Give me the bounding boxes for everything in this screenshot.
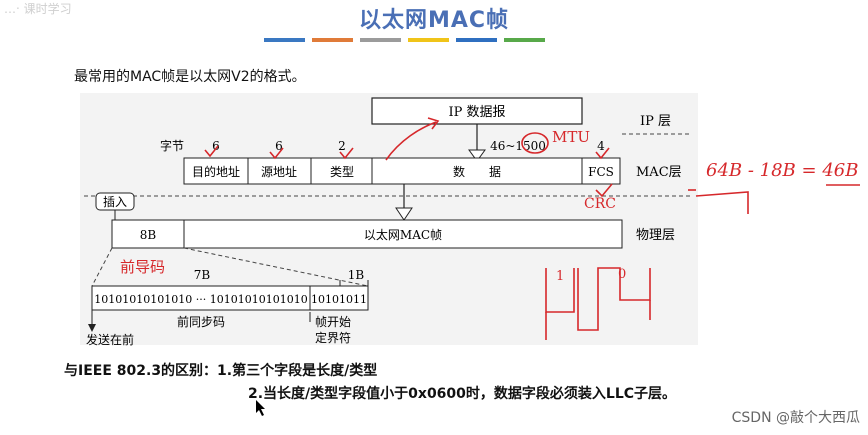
crc-annotation: CRC [584, 196, 616, 212]
ip-packet-box [371, 97, 583, 125]
send-first-arrow-head [88, 324, 96, 332]
signal-waveform [545, 267, 651, 331]
field-fcs-box [581, 157, 621, 185]
color-bar-segment [312, 38, 353, 42]
pencil-arrow [385, 117, 440, 161]
check-mark [269, 147, 284, 160]
sync-size-label: 7B [194, 268, 211, 282]
ip-packet-label: IP 数据报 [448, 105, 505, 120]
sfd-label-line2: 定界符 [315, 330, 351, 345]
bit-zero-annotation: 0 [618, 267, 626, 282]
field-size-fcs: 4 [597, 139, 605, 153]
sync-bits-box [91, 285, 311, 311]
physical-layer-label: 物理层 [636, 228, 675, 243]
color-bar-segment [360, 38, 401, 42]
send-first-label: 发送在前 [86, 332, 134, 347]
watermark: CSDN @敲个大西瓜 [731, 410, 860, 426]
page-title: 以太网MAC帧 [358, 8, 510, 33]
check-mark [339, 147, 354, 160]
color-bar-segment [504, 38, 545, 42]
insert-label: 插入 [103, 195, 127, 209]
expansion-line [183, 247, 369, 287]
field-type-label: 类型 [330, 165, 354, 179]
color-bar-segment [264, 38, 305, 42]
encapsulate-arrow-head [468, 149, 486, 162]
field-data-label: 数 据 [453, 164, 501, 179]
preamble-annotation: 前导码 [120, 258, 165, 276]
sfd-bits: 10101011 [311, 293, 367, 306]
intro-text: 最常用的MAC帧是以太网V2的格式。 [74, 69, 306, 85]
expansion-line [91, 247, 113, 287]
mac-layer-label: MAC层 [636, 165, 682, 180]
field-data-box [371, 157, 583, 185]
encapsulate-arrow-head [395, 207, 413, 221]
field-size-type: 2 [338, 139, 346, 153]
sync-bits: 10101010101010 ··· 10101010101010 [94, 293, 307, 306]
field-size-dest: 6 [212, 139, 220, 153]
check-mark [204, 145, 219, 158]
field-src-label: 源地址 [261, 165, 297, 179]
pencil-stroke [695, 191, 749, 214]
difference-note-line1: 与IEEE 802.3的区别：1.第三个字段是长度/类型 [64, 363, 378, 379]
mouse-cursor-icon [256, 400, 265, 416]
signal-waveform [545, 300, 651, 340]
mac-frame-label: 以太网MAC帧 [364, 227, 442, 242]
field-type-box [310, 157, 373, 185]
top-left-caption: …‧ 课时学习 [4, 2, 72, 16]
circle-mark [521, 132, 549, 154]
color-bar-segment [456, 38, 497, 42]
field-size-data: 46~1500 [490, 139, 546, 153]
mac-frame-box [183, 219, 623, 249]
field-dest-label: 目的地址 [192, 164, 240, 179]
bytes-label: 字节 [160, 138, 184, 153]
size-calc-annotation: 64B - 18B = 46B [706, 160, 858, 181]
preamble-size-label: 8B [140, 228, 157, 242]
sync-label: 前同步码 [177, 314, 225, 329]
check-mark [595, 147, 610, 160]
mtu-annotation: MTU [552, 128, 590, 146]
difference-note-line2: 2.当长度/类型字段值小于0x0600时，数据字段必须装入LLC子层。 [248, 386, 677, 402]
color-bar-segment [408, 38, 449, 42]
sfd-bits-box [309, 285, 369, 311]
ip-layer-label: IP 层 [640, 114, 671, 129]
check-mark [595, 183, 613, 198]
preamble-box [111, 219, 185, 249]
field-size-src: 6 [275, 139, 283, 153]
handwritten-annotations [204, 117, 749, 340]
sfd-size-label: 1B [348, 268, 365, 282]
bit-one-annotation: 1 [556, 269, 564, 284]
field-fcs-label: FCS [588, 165, 614, 179]
sfd-label-line1: 帧开始 [315, 315, 351, 329]
